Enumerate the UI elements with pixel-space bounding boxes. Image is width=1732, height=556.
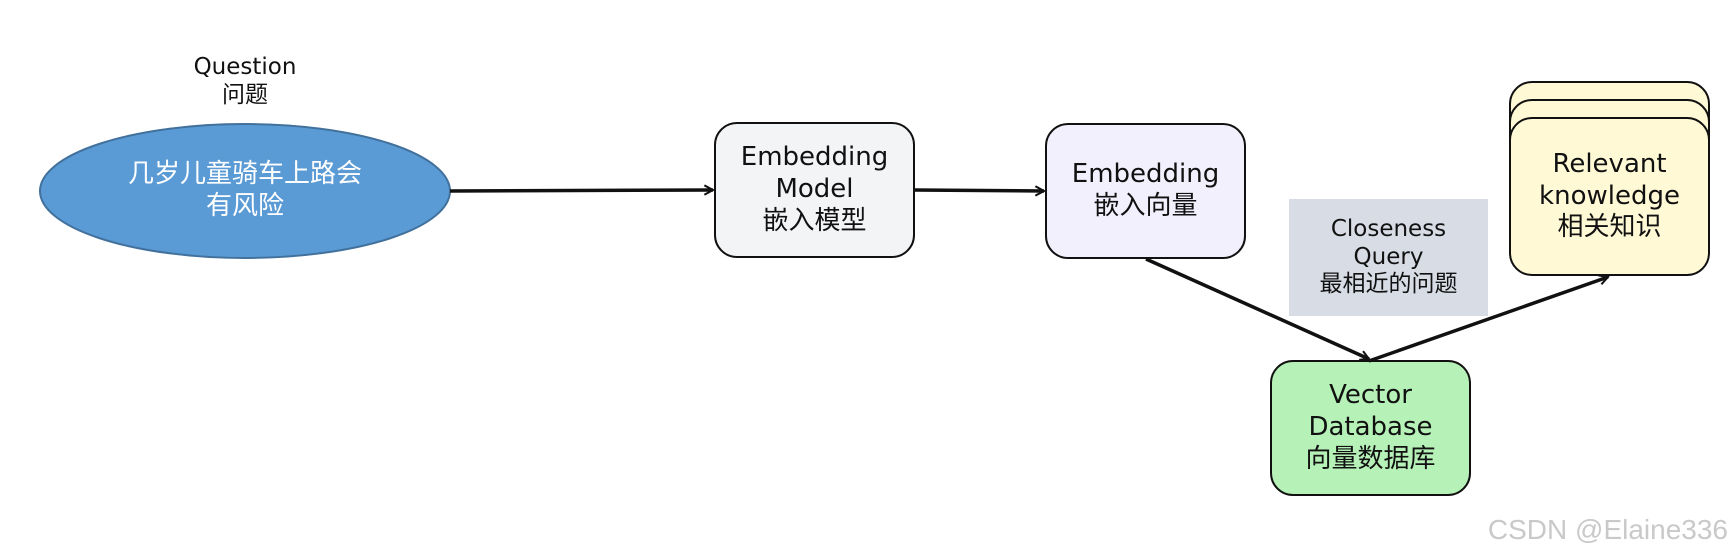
relevant-knowledge-line-1: Relevant [1552, 148, 1667, 179]
arrow-question-to-model [449, 190, 713, 191]
arrow-model-to-vector [913, 190, 1044, 191]
question-line-2: 有风险 [205, 191, 284, 221]
embedding-vector-line-2: 嵌入向量 [1093, 191, 1198, 221]
closeness-query-line-2: Query [1353, 243, 1424, 270]
closeness-query-box [1289, 199, 1488, 316]
vector-database-label: Vector Database 向量数据库 [1271, 361, 1470, 495]
vector-database-line-2: Database [1308, 412, 1433, 443]
question-text: 几岁儿童骑车上路会 有风险 [70, 154, 420, 228]
arrow-vector-to-database [1145, 257, 1369, 359]
relevant-knowledge-line-2: knowledge [1539, 180, 1680, 211]
closeness-query-line-3: 最相近的问题 [1319, 271, 1458, 298]
question-title: Question 问题 [145, 48, 345, 114]
embedding-vector-box [1045, 123, 1246, 259]
question-line-1: 几岁儿童骑车上路会 [127, 159, 362, 190]
closeness-query-label: Closeness Query 最相近的问题 [1289, 199, 1488, 316]
embedding-vector-line-1: Embedding [1071, 159, 1220, 190]
relevant-knowledge-line-3: 相关知识 [1557, 212, 1662, 243]
closeness-query-line-1: Closeness [1330, 216, 1447, 243]
vector-database-line-3: 向量数据库 [1305, 443, 1436, 474]
embedding-model-label: Embedding Model 嵌入模型 [715, 123, 914, 257]
embedding-model-line-1: Embedding [740, 142, 889, 173]
question-title-en: Question [193, 53, 297, 80]
embedding-vector-label: Embedding 嵌入向量 [1046, 124, 1245, 258]
embedding-model-line-3: 嵌入模型 [762, 205, 867, 236]
question-title-zh: 问题 [222, 82, 268, 108]
vector-database-line-1: Vector [1329, 380, 1412, 411]
csdn-watermark: CSDN @Elaine336 [1487, 514, 1728, 545]
relevant-knowledge-label: Relevant knowledge 相关知识 [1510, 118, 1709, 275]
embedding-model-line-2: Model [775, 174, 854, 205]
arrow-database-to-knowledge [1368, 277, 1608, 363]
